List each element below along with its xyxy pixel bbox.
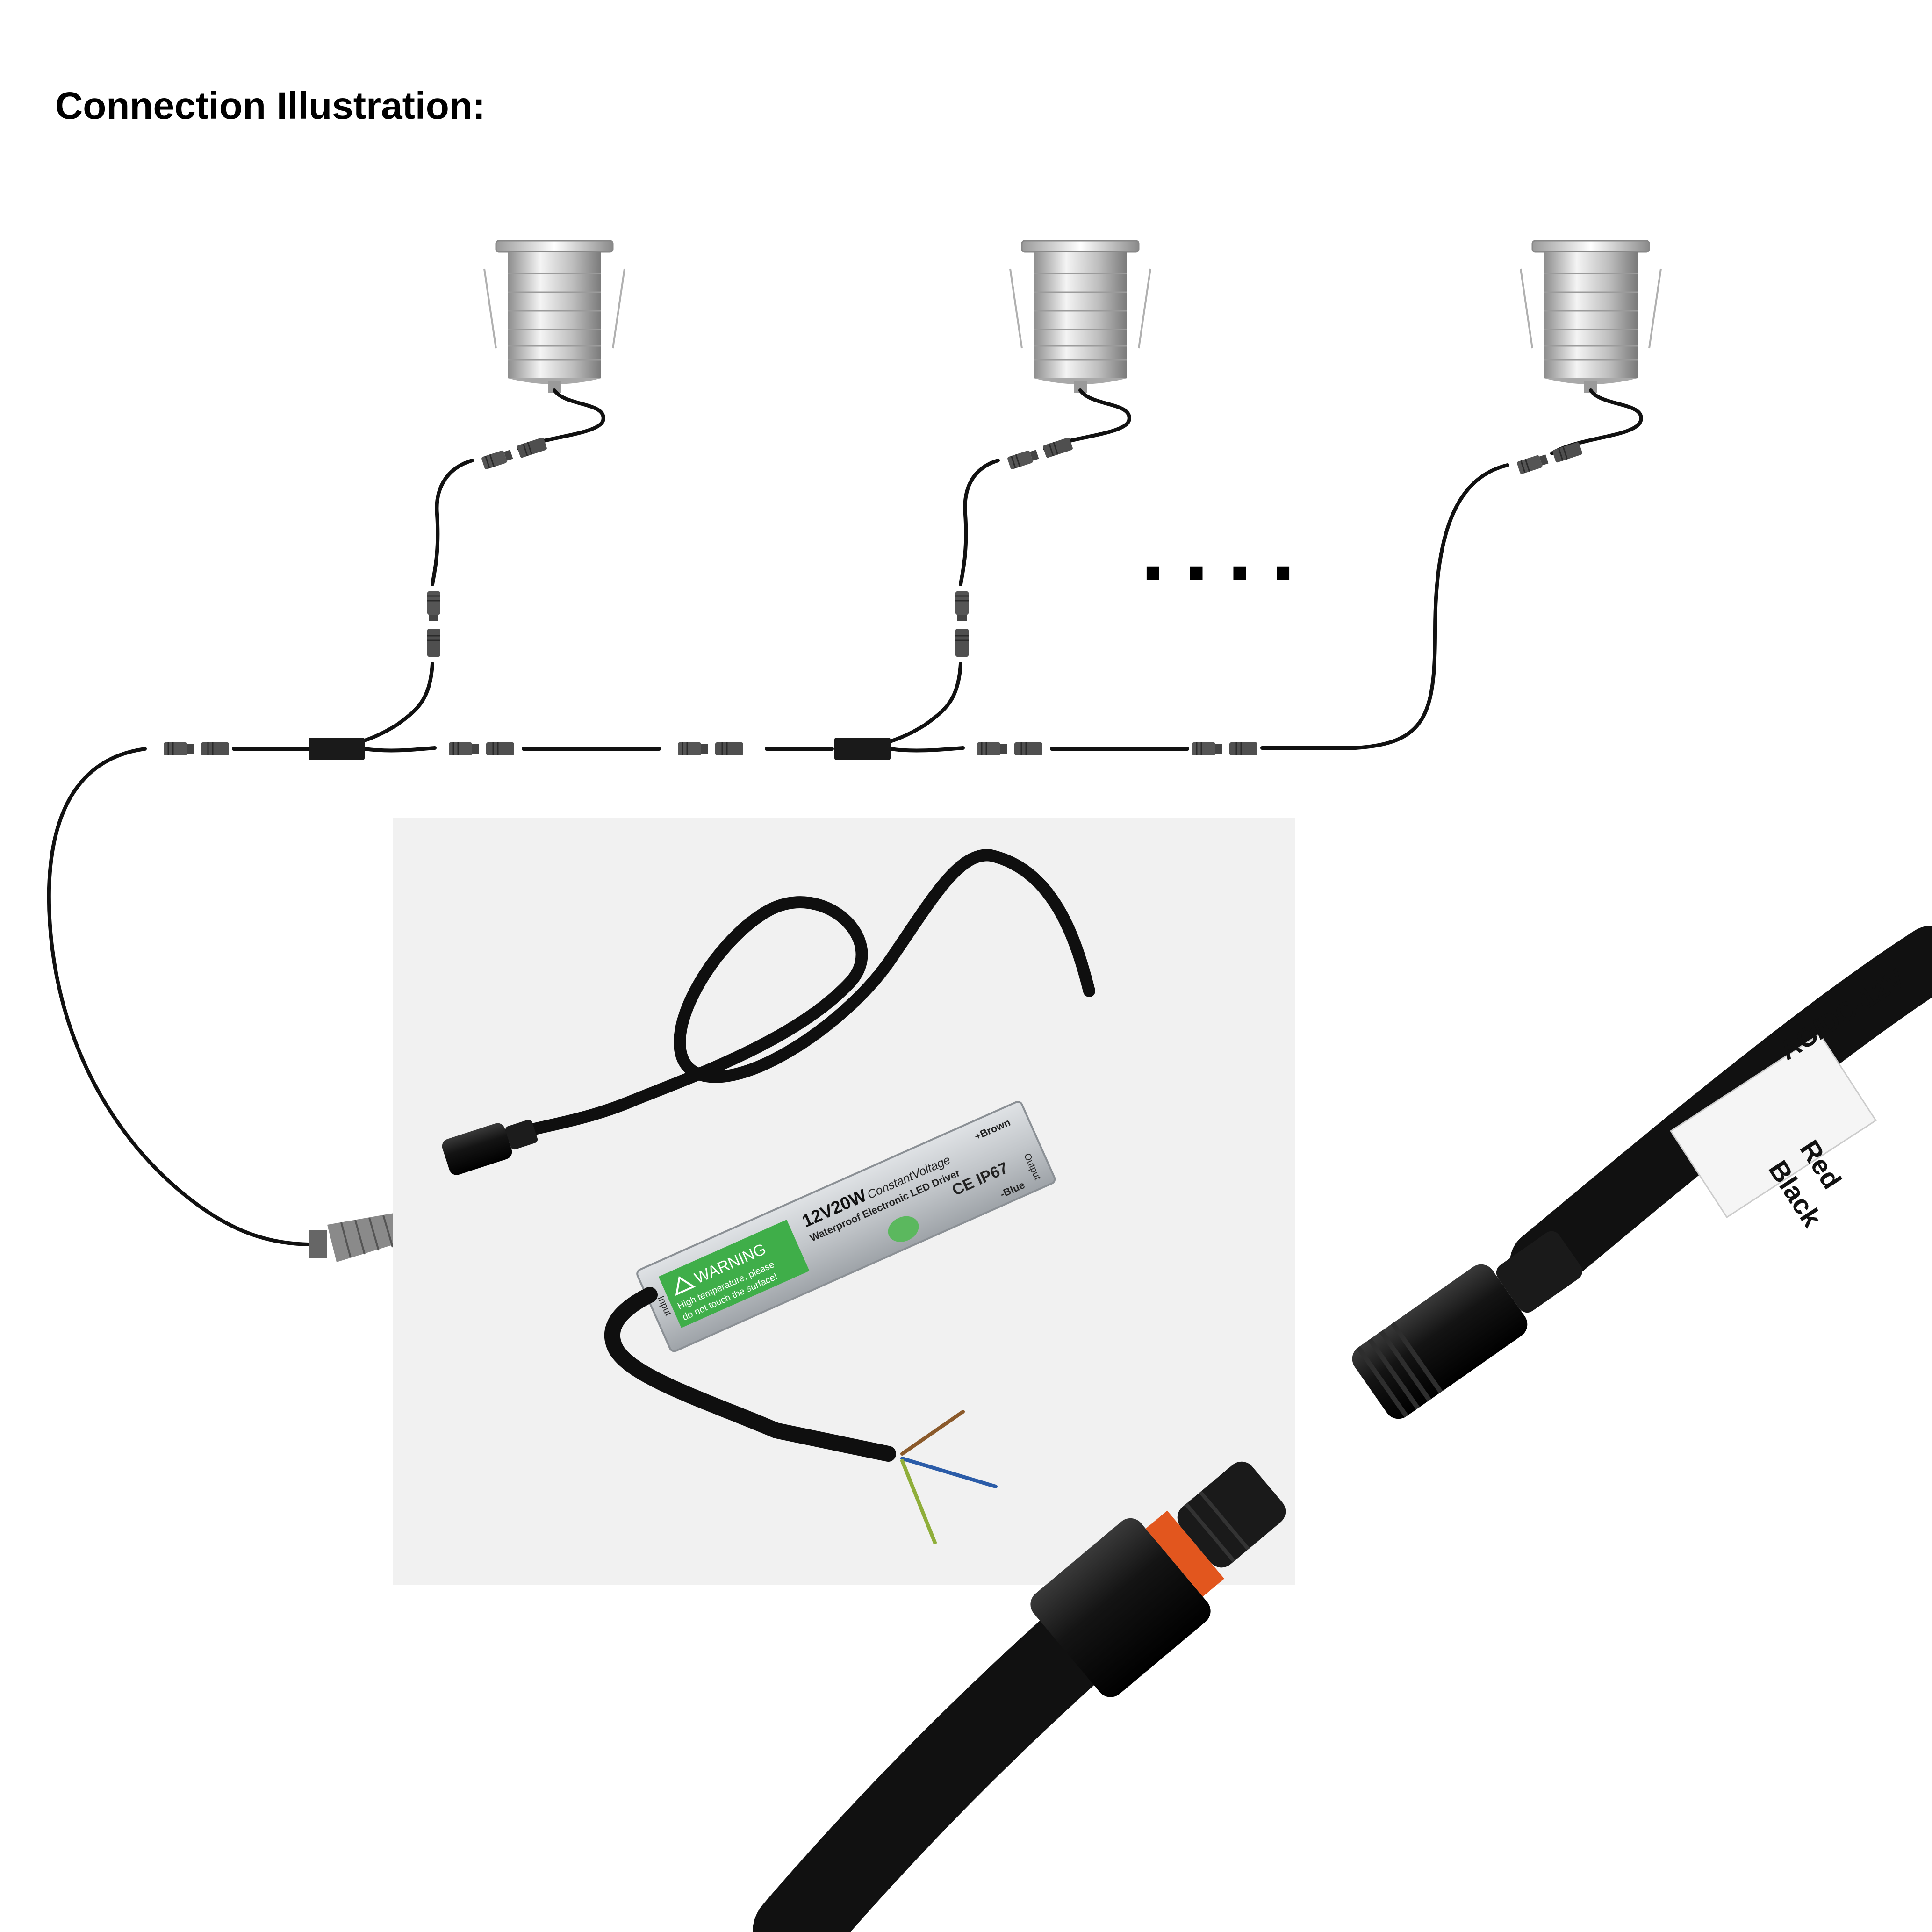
- page-title: Connection Illustration:: [55, 85, 486, 127]
- splitter-1: [309, 738, 365, 760]
- driver-case: WARNING High temperature, please do not …: [636, 1101, 1056, 1352]
- lamp-1: [483, 240, 625, 394]
- connector-drop-1a: [480, 436, 548, 471]
- lamp-2: [1009, 240, 1151, 394]
- connector-closeup: AC/DC-12V Black Red: [753, 926, 1932, 1932]
- lamp-3: [1520, 240, 1662, 394]
- lamp-cables: [353, 388, 1643, 750]
- warning-sticker: [658, 1220, 810, 1328]
- driver-output-cable: [480, 849, 1095, 1147]
- splitter-2: [834, 738, 891, 760]
- warning-icon: [675, 1276, 696, 1296]
- connector-drop-2a: [1006, 436, 1074, 471]
- connector-trunk-1: [163, 741, 230, 756]
- continuation-dots: ....: [1141, 500, 1314, 599]
- connector-trunk-2: [448, 741, 515, 756]
- driver-rohs-badge: [888, 1216, 919, 1242]
- driver-input-cable: [604, 1287, 998, 1544]
- connector-trunk-4: [976, 741, 1043, 756]
- driver-output-plug: [442, 1120, 538, 1175]
- trunk-cable: [47, 746, 1189, 1246]
- connector-drop-2b: [955, 590, 970, 658]
- connector-drop-1b: [426, 590, 441, 658]
- connector-trunk-5: [1191, 741, 1258, 756]
- connector-trunk-3: [677, 741, 744, 756]
- orange-o-ring: [1145, 1510, 1224, 1597]
- connector-drop-3a: [1515, 441, 1584, 475]
